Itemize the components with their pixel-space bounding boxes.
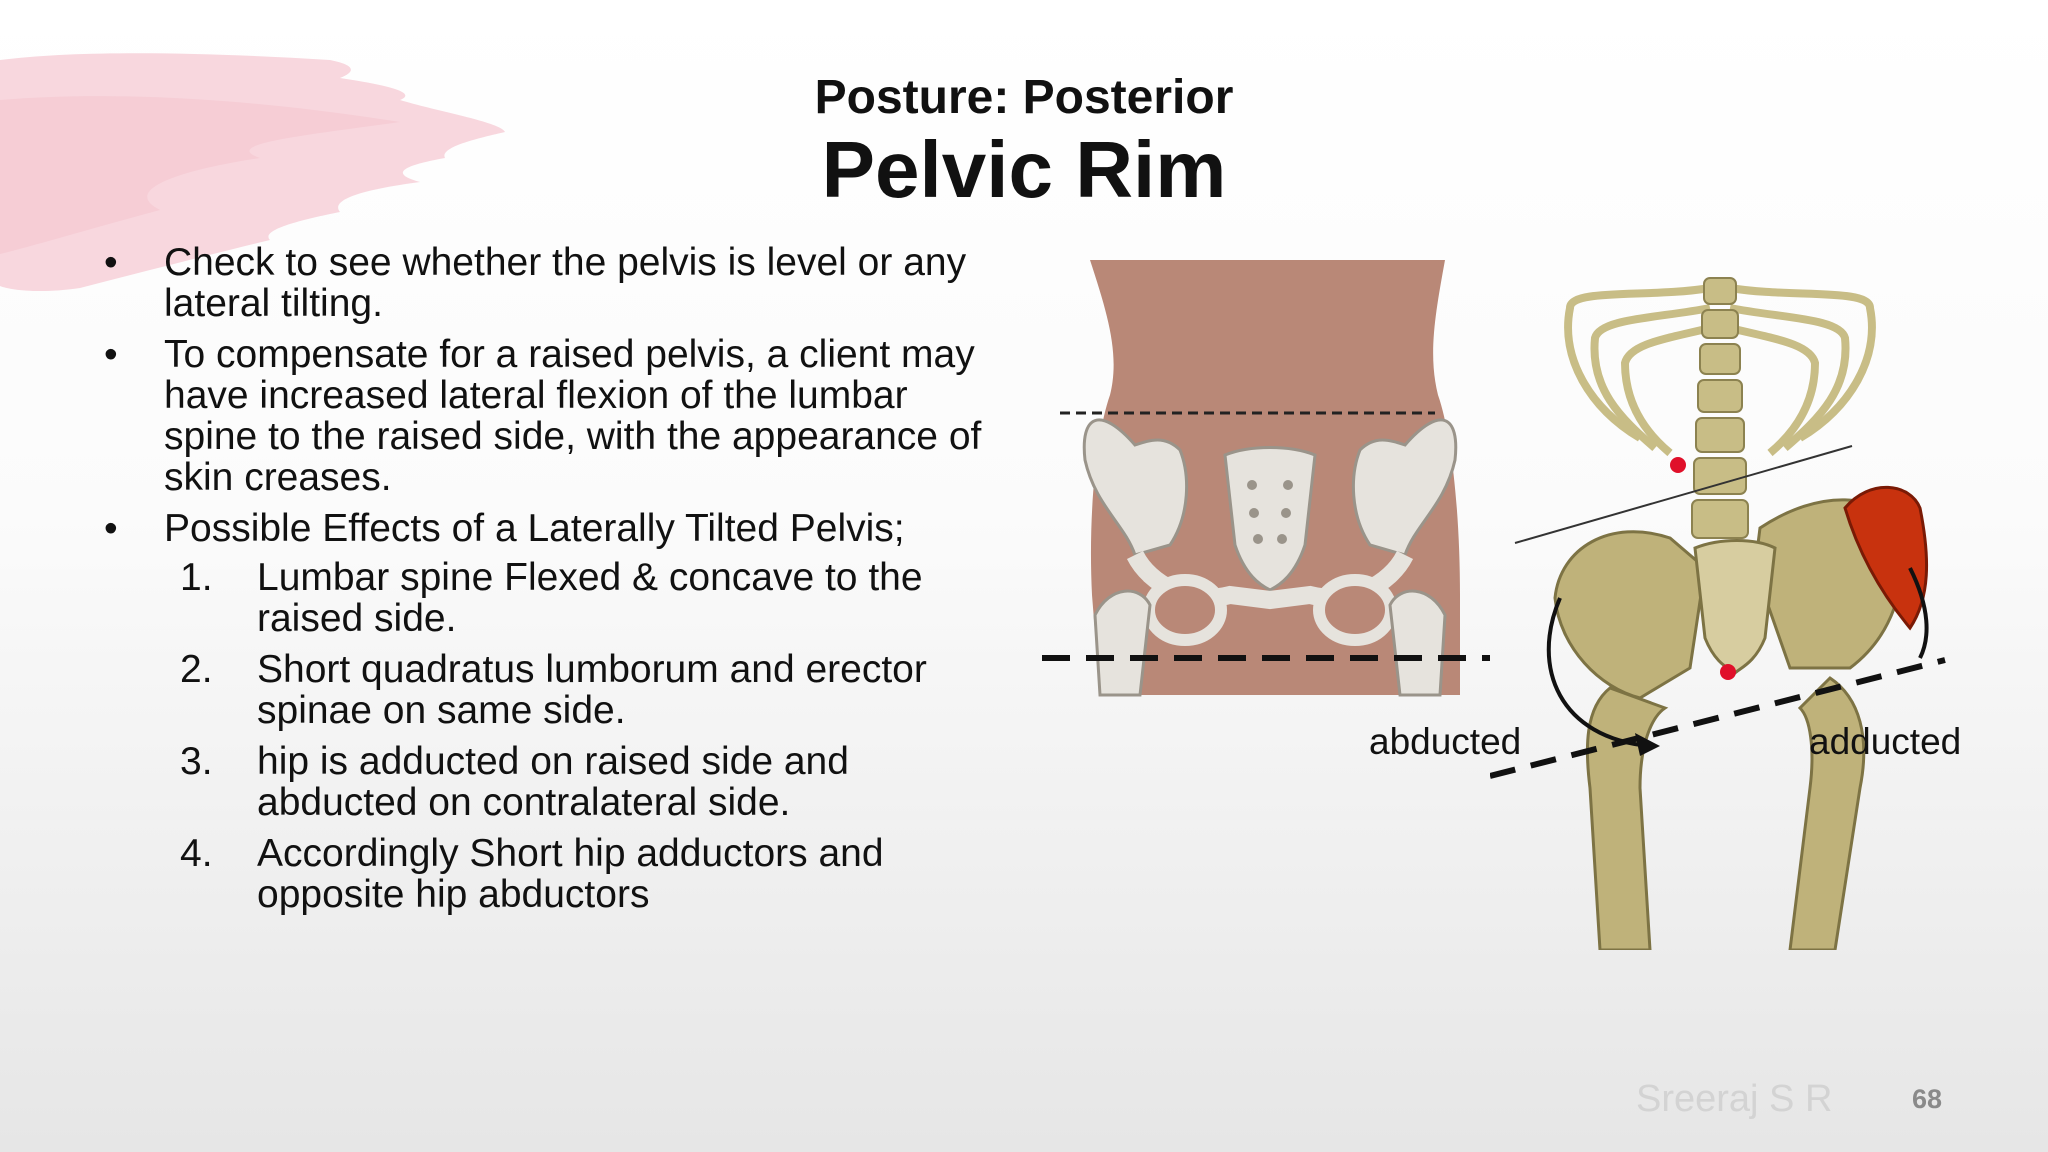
bullet-list: • Check to see whether the pelvis is lev… [100,242,1000,915]
bullet-item: • To compensate for a raised pelvis, a c… [100,334,1000,498]
effect-text: Short quadratus lumborum and erector spi… [257,648,927,732]
effect-item: 1. Lumbar spine Flexed & concave to the … [100,557,1000,639]
effect-text: Lumbar spine Flexed & concave to the rai… [257,556,923,640]
effects-list: 1. Lumbar spine Flexed & concave to the … [164,557,1000,915]
adduction-arrow-arc [1908,567,1929,659]
effect-item: 4. Accordingly Short hip adductors and o… [100,833,1000,915]
spine [1691,277,1749,539]
spine-marker-dot [1670,457,1686,473]
pelvis-torso-illustration [1042,260,1490,697]
author-name: Sreeraj S R [1636,1078,1833,1120]
shoulder-tilt-line [1514,445,1853,544]
quadratus-muscle [1843,485,1929,631]
left-ilium [1553,530,1707,700]
bullet-marker: • [104,333,118,376]
bullet-item: • Check to see whether the pelvis is lev… [100,242,1000,324]
rib-cage [1564,284,1876,457]
right-femur [1788,676,1866,950]
abduction-arrowhead [1635,733,1660,756]
bullet-marker: • [104,241,118,284]
right-femur [1388,589,1447,697]
left-femur [1093,589,1152,697]
right-hip-socket [1313,574,1397,646]
label-adducted: adducted [1809,721,1962,762]
slide-subtitle: Posture: Posterior [814,71,1234,124]
bullet-text: To compensate for a raised pelvis, a cli… [164,333,982,499]
bullet-content: • Check to see whether the pelvis is lev… [100,242,1000,925]
skeleton-tilted-pelvis-illustration [1490,277,1946,950]
effect-number: 1. [180,556,213,599]
bullet-text: Check to see whether the pelvis is level… [164,241,967,325]
effect-number: 4. [180,832,213,875]
slide-title: Pelvic Rim [821,125,1227,214]
page-number: 68 [1912,1084,1943,1114]
bullet-item: • Possible Effects of a Laterally Tilted… [100,508,1000,915]
sacrum [1693,539,1777,675]
pelvis-tilt-dashed-line [1490,657,1946,779]
right-ilium [1352,418,1458,557]
effect-item: 2. Short quadratus lumborum and erector … [100,649,1000,731]
effect-number: 3. [180,740,213,783]
effect-item: 3. hip is adducted on raised side and ab… [100,741,1000,823]
pubic-marker-dot [1720,664,1736,680]
left-femur [1585,686,1669,950]
bullet-marker: • [104,507,118,550]
effect-number: 2. [180,648,213,691]
pelvis-ring [1126,550,1414,610]
bullet-text: Possible Effects of a Laterally Tilted P… [164,507,905,550]
label-abducted: abducted [1369,721,1522,762]
left-ilium [1082,418,1188,557]
effect-text: Accordingly Short hip adductors and oppo… [257,832,884,916]
effect-text: hip is adducted on raised side and abduc… [257,740,849,824]
left-hip-socket [1143,574,1227,646]
pink-brush-decoration [0,53,505,292]
